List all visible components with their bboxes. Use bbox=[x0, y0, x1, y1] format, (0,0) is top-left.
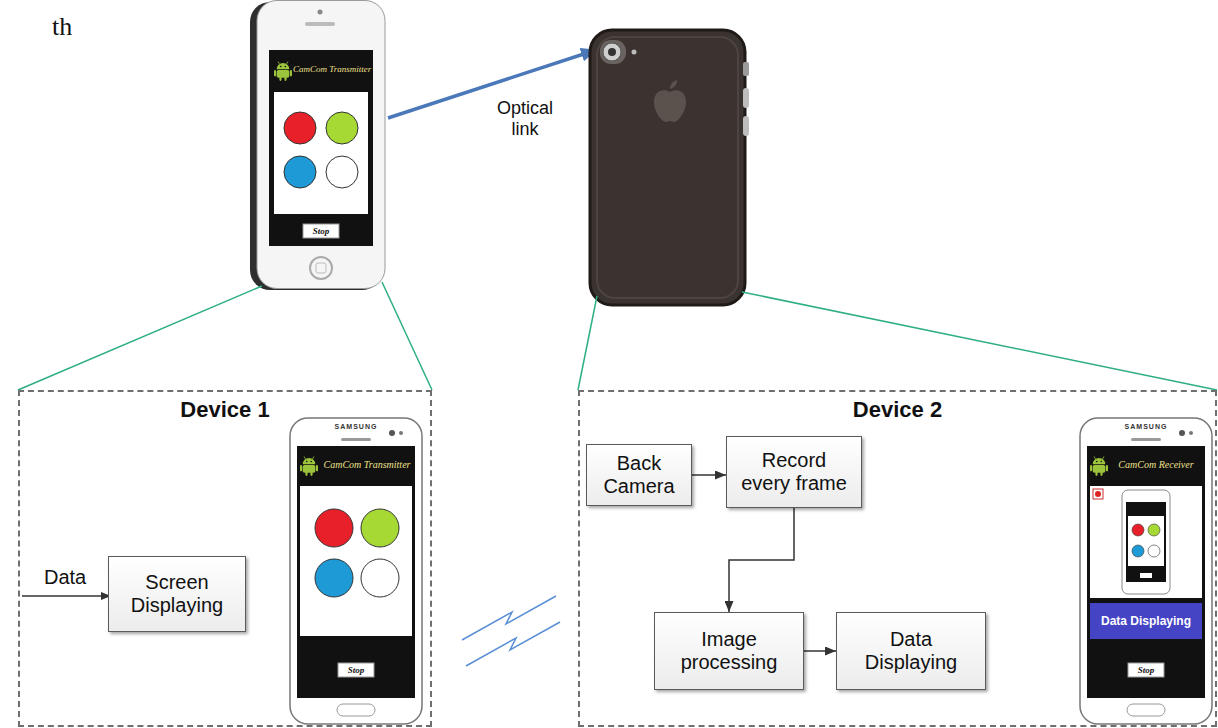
phone-screen bbox=[269, 50, 373, 246]
text-label: CamCom Transmitter bbox=[293, 64, 371, 74]
phone-speaker bbox=[1131, 438, 1161, 441]
blue-circle bbox=[284, 156, 316, 188]
process-box: Screen Displaying bbox=[108, 556, 246, 632]
box-label: Record every frame bbox=[738, 449, 850, 495]
mini-phone-screen bbox=[1126, 502, 1166, 582]
process-box: Record every frame bbox=[726, 436, 862, 508]
phone-back bbox=[590, 30, 745, 305]
green-circle bbox=[326, 112, 358, 144]
side-switch bbox=[743, 62, 749, 76]
phone-speaker bbox=[341, 438, 371, 441]
camera-flash bbox=[632, 50, 637, 55]
home-button bbox=[337, 704, 375, 716]
process-box: Back Camera bbox=[586, 444, 692, 506]
volume-button bbox=[743, 116, 749, 136]
white-circle bbox=[326, 156, 358, 188]
mini-phone bbox=[1122, 490, 1170, 594]
blue-circle bbox=[315, 559, 353, 597]
phone-sensor bbox=[399, 431, 403, 435]
phone-face bbox=[257, 1, 385, 289]
screen-panel bbox=[274, 92, 368, 214]
red-circle bbox=[1132, 524, 1144, 536]
red-circle bbox=[315, 509, 353, 547]
white-circle bbox=[1148, 545, 1160, 557]
green-circle bbox=[1148, 524, 1160, 536]
record-icon bbox=[1093, 489, 1103, 499]
home-button bbox=[1127, 704, 1165, 716]
box-label: Data Displaying bbox=[845, 628, 977, 674]
phone-back-edge bbox=[597, 37, 738, 298]
record-icon-dot bbox=[1095, 491, 1101, 497]
phone-body bbox=[290, 418, 422, 724]
optical-link-arrow bbox=[388, 50, 596, 118]
screen-panel bbox=[1090, 486, 1202, 598]
android-icon bbox=[274, 62, 292, 81]
text-label: Stop bbox=[338, 663, 374, 677]
back-camera-lens-center bbox=[608, 48, 616, 56]
box-label: Back Camera bbox=[595, 452, 683, 498]
phone-camera bbox=[1179, 430, 1185, 436]
text-label: SAMSUNG bbox=[1106, 423, 1186, 431]
box-label: Screen Displaying bbox=[117, 571, 237, 617]
data-input-arrow bbox=[22, 595, 111, 597]
screen-panel bbox=[300, 486, 412, 636]
text-label: SAMSUNG bbox=[316, 423, 396, 431]
process-box: Data Displaying bbox=[836, 612, 986, 690]
stop-button bbox=[338, 663, 374, 677]
android-icon bbox=[300, 457, 318, 476]
mini-screen-panel bbox=[1128, 516, 1164, 566]
flow-arrow bbox=[804, 650, 836, 652]
group-title: Device 1 bbox=[20, 397, 430, 423]
zoom-line bbox=[578, 296, 597, 390]
volume-button bbox=[743, 88, 749, 108]
phone-sensor bbox=[1189, 431, 1193, 435]
data-band bbox=[1090, 603, 1202, 639]
mini-stop-button bbox=[1140, 573, 1152, 578]
phone-camera bbox=[318, 10, 323, 15]
zoom-line bbox=[382, 282, 432, 390]
stop-button bbox=[1128, 663, 1164, 677]
phone-body bbox=[1080, 418, 1212, 724]
phone-screen bbox=[1087, 446, 1205, 698]
stop-button bbox=[303, 224, 339, 238]
text-label: CamCom Transmitter bbox=[320, 459, 414, 471]
android-icon bbox=[1090, 457, 1108, 476]
wireless-symbol bbox=[466, 622, 560, 666]
zoom-line bbox=[18, 286, 262, 390]
phone-speaker bbox=[305, 22, 335, 26]
white-circle bbox=[361, 559, 399, 597]
flow-arrow bbox=[692, 474, 726, 476]
text-label: Data bbox=[44, 566, 100, 589]
phone-screen bbox=[297, 446, 415, 698]
back-camera-lens bbox=[603, 43, 621, 61]
camera-surround bbox=[600, 40, 626, 64]
green-circle bbox=[361, 509, 399, 547]
box-label: Image processing bbox=[663, 628, 795, 674]
text-label: Data Displaying bbox=[1090, 603, 1202, 639]
zoom-line bbox=[742, 292, 1217, 390]
home-button-mark bbox=[316, 263, 326, 273]
text-label: CamCom Receiver bbox=[1110, 459, 1202, 471]
phone-camera bbox=[389, 430, 395, 436]
apple-logo bbox=[654, 90, 686, 122]
wireless-symbol bbox=[462, 596, 556, 640]
device-group: Device 2 Back Camera Record every frameIma… bbox=[578, 390, 1217, 727]
apple-logo-leaf bbox=[670, 80, 677, 89]
home-button bbox=[310, 257, 332, 279]
red-circle bbox=[284, 112, 316, 144]
text-label: th bbox=[52, 12, 96, 42]
group-title: Device 2 bbox=[580, 397, 1215, 423]
process-box: Image processing bbox=[654, 612, 804, 690]
text-label: Stop bbox=[303, 224, 339, 238]
text-label: Stop bbox=[1128, 663, 1164, 677]
flow-arrow bbox=[729, 508, 794, 612]
device-group: Device 1 Screen Displaying bbox=[18, 390, 432, 727]
text-label: Optical link bbox=[490, 98, 560, 139]
blue-circle bbox=[1132, 545, 1144, 557]
